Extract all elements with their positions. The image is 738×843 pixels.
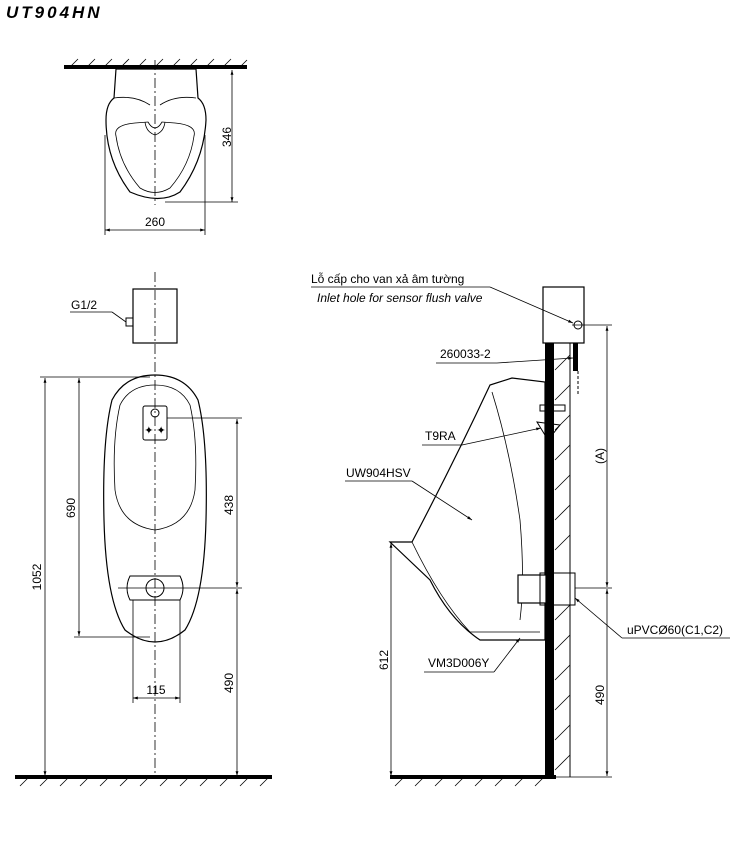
model-title: UT904HN (6, 3, 103, 22)
wall-hatch-side (554, 354, 571, 771)
hanger-part-label: VM3D006Y (428, 656, 489, 670)
spud-pipe (539, 404, 566, 412)
wall-section (545, 343, 554, 777)
floor-hatch (19, 777, 269, 787)
spud-part-label: T9RA (425, 429, 456, 443)
pipe-part-label: uPVCØ60(C1,C2) (627, 623, 723, 637)
sensor-to-outlet-dimension: 438 (222, 495, 236, 515)
rim-height-dimension: 612 (377, 650, 391, 670)
bracket-bolt (573, 343, 578, 371)
total-height-dimension: 1052 (30, 563, 44, 590)
bracket-part-label: 260033-2 (440, 347, 491, 361)
outlet-side (517, 574, 547, 604)
side-outlet-height-dimension: 490 (593, 685, 607, 705)
bowl-height-dimension: 690 (64, 498, 78, 518)
valve-box-side (542, 286, 585, 344)
outlet-height-dimension: 490 (222, 673, 236, 693)
supply-label: G1/2 (71, 298, 97, 312)
top-view: 346 260 (64, 58, 248, 235)
inlet-label-en: Inlet hole for sensor flush valve (317, 291, 483, 305)
inlet-height-dimension: (A) (593, 448, 607, 464)
urinal-part-label: UW904HSV (346, 466, 411, 480)
floor-hatch-side (394, 777, 544, 787)
side-view: (A) 490 612 Lỗ cấp cho van xả âm tường I… (311, 271, 730, 787)
front-view: G1/2 ✦ ✦ 1052 690 438 490 115 (15, 272, 272, 787)
urinal-top-outline (105, 68, 207, 200)
bowl-top (115, 121, 195, 193)
width-dimension: 260 (145, 215, 165, 229)
outlet-width-dimension: 115 (146, 683, 165, 697)
depth-dimension: 346 (220, 127, 234, 147)
spud (536, 421, 561, 441)
inlet-label-vi: Lỗ cấp cho van xả âm tường (311, 271, 464, 286)
